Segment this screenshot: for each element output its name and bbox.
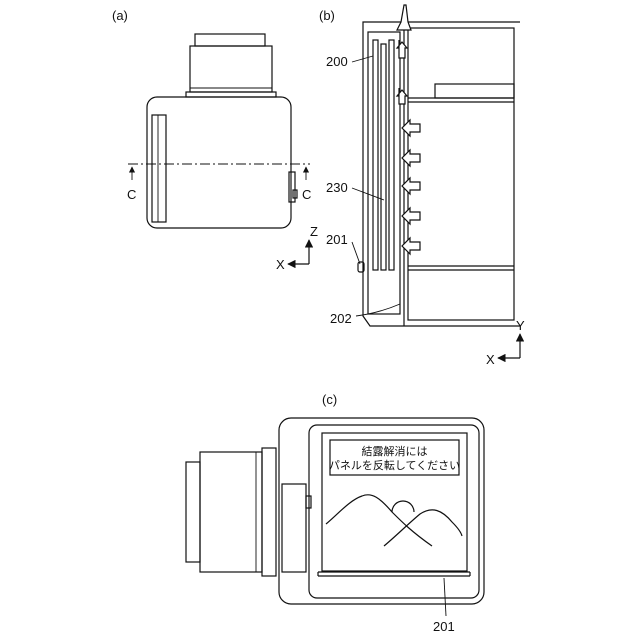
axis-b: Y X [486,318,525,367]
panel-a-label: (a) [112,8,128,23]
panel-b-label: (b) [319,8,335,23]
panel-a: (a) C C Z X [112,8,318,272]
axis-a: Z X [276,224,318,272]
panel-b: (b) [319,5,525,367]
rear-display-panel: 結露解消には パネルを反転してください [309,425,479,598]
display-message-line2: パネルを反転してください [329,459,460,472]
camera-body-top-view [147,97,297,228]
reference-labels-c: 201 [433,578,455,634]
ref-201: 201 [326,232,348,247]
display-panel-assembly [358,32,400,314]
ref-201-c: 201 [433,619,455,634]
section-mark-left: C [127,187,136,202]
landscape-image [326,495,462,546]
ref-230: 230 [326,180,348,195]
axis-b-x: X [486,352,495,367]
section-line-c: C C [127,164,311,202]
panel-c-label: (c) [322,392,337,407]
ref-202: 202 [330,311,352,326]
axis-b-y: Y [516,318,525,333]
display-message-line1: 結露解消には [362,444,428,458]
axis-a-z: Z [310,224,318,239]
panel-c: (c) 結露解消には パネルを反転してください [186,392,484,634]
section-mark-right: C [302,187,311,202]
ref-200: 200 [326,54,348,69]
camera-lens-side [186,448,276,576]
camera-lens-top [186,34,276,97]
axis-a-x: X [276,257,285,272]
